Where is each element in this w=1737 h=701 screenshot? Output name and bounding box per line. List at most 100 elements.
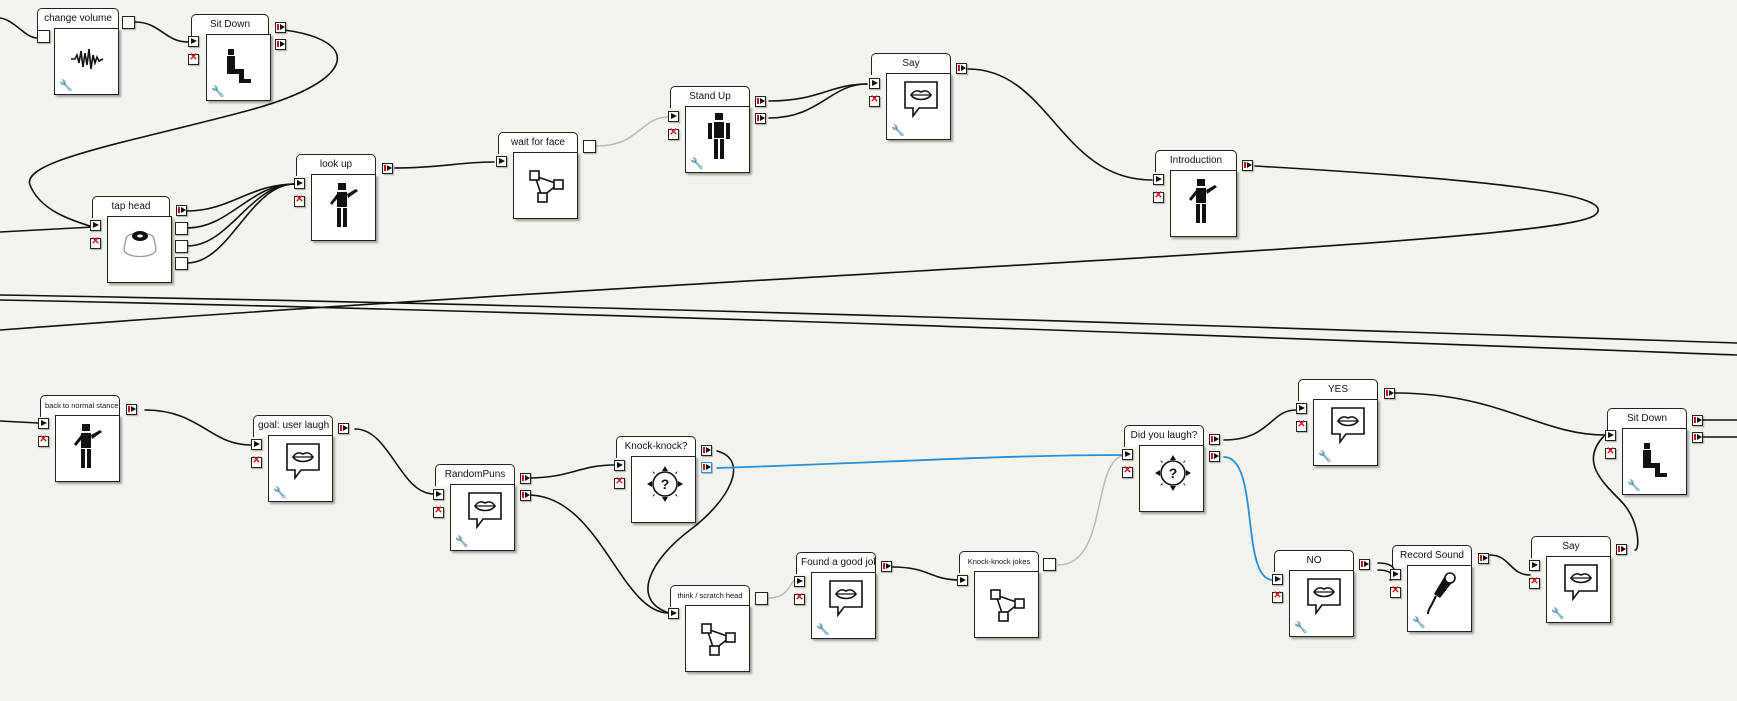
input-port[interactable] — [668, 111, 679, 122]
input-port[interactable] — [1272, 574, 1283, 585]
sitting-robot-icon — [1643, 443, 1667, 477]
wrench-icon[interactable]: 🔧 — [455, 536, 469, 548]
wrench-icon[interactable]: 🔧 — [1627, 480, 1641, 492]
stop-port[interactable] — [1605, 446, 1616, 459]
input-port[interactable] — [869, 78, 880, 89]
output-port[interactable] — [1209, 434, 1220, 445]
output-port[interactable] — [583, 140, 596, 153]
stop-port[interactable] — [433, 505, 444, 518]
input-port[interactable] — [957, 575, 968, 586]
wire — [28, 29, 339, 228]
output-port[interactable] — [175, 257, 188, 270]
output-port[interactable] — [1242, 160, 1253, 171]
output-port[interactable] — [382, 163, 393, 174]
box-title: goal: user laugh — [253, 415, 333, 437]
stop-port[interactable] — [1122, 465, 1133, 478]
wire — [394, 161, 495, 169]
input-port[interactable] — [1390, 569, 1401, 580]
input-port[interactable] — [794, 576, 805, 587]
input-port[interactable] — [614, 460, 625, 471]
output-port[interactable] — [881, 561, 892, 572]
output-port[interactable] — [1692, 432, 1703, 443]
input-port[interactable] — [1122, 449, 1133, 460]
output-port[interactable] — [1209, 451, 1220, 462]
wrench-icon[interactable]: 🔧 — [1551, 608, 1565, 620]
wrench-icon[interactable]: 🔧 — [891, 125, 905, 137]
output-port[interactable] — [122, 16, 135, 29]
stop-port[interactable] — [1153, 190, 1164, 203]
input-port[interactable] — [38, 418, 49, 429]
stop-port[interactable] — [188, 52, 199, 65]
input-port[interactable] — [188, 36, 199, 47]
stop-port[interactable] — [794, 592, 805, 605]
input-port[interactable] — [668, 608, 679, 619]
wrench-icon[interactable]: 🔧 — [1412, 617, 1426, 629]
stop-port[interactable] — [38, 434, 49, 447]
output-port[interactable] — [520, 490, 531, 501]
output-port[interactable] — [275, 39, 286, 50]
input-port[interactable] — [496, 156, 507, 167]
box-title: think / scratch head — [670, 585, 750, 607]
output-port[interactable] — [755, 592, 768, 605]
speech-lips-icon — [468, 492, 502, 529]
wrench-icon[interactable]: 🔧 — [59, 80, 73, 92]
output-port[interactable] — [275, 22, 286, 33]
stop-port[interactable] — [90, 236, 101, 249]
output-port[interactable] — [1478, 553, 1489, 564]
box-title: Say — [871, 53, 951, 75]
stop-port[interactable] — [1272, 590, 1283, 603]
box-body: ? — [631, 456, 696, 523]
microphone-icon — [1427, 572, 1456, 615]
robot-wave-icon — [74, 424, 102, 468]
output-port[interactable] — [755, 96, 766, 107]
input-port[interactable] — [1605, 430, 1616, 441]
stop-port[interactable] — [251, 455, 262, 468]
output-port[interactable] — [755, 113, 766, 124]
input-port[interactable] — [433, 489, 444, 500]
wrench-icon[interactable]: 🔧 — [1318, 451, 1332, 463]
wrench-icon[interactable]: 🔧 — [816, 624, 830, 636]
wire — [186, 183, 296, 264]
output-port[interactable] — [1692, 415, 1703, 426]
wrench-icon[interactable]: 🔧 — [690, 158, 704, 170]
output-port[interactable] — [338, 423, 349, 434]
wire — [716, 454, 1128, 469]
stop-port[interactable] — [1390, 585, 1401, 598]
stop-port[interactable] — [668, 127, 679, 140]
input-port[interactable] — [1296, 403, 1307, 414]
stop-port[interactable] — [614, 476, 625, 489]
output-port[interactable] — [701, 462, 712, 473]
svg-text:?: ? — [661, 476, 670, 492]
output-port[interactable] — [126, 404, 137, 415]
input-port[interactable] — [90, 220, 101, 231]
wrench-icon[interactable]: 🔧 — [1294, 622, 1308, 634]
output-port[interactable] — [1384, 388, 1395, 399]
stop-port[interactable] — [1529, 576, 1540, 589]
input-port[interactable] — [294, 178, 305, 189]
input-port[interactable] — [1153, 174, 1164, 185]
stop-port[interactable] — [869, 94, 880, 107]
input-port[interactable] — [37, 30, 50, 43]
output-port[interactable] — [175, 222, 188, 235]
wire — [891, 566, 961, 581]
wrench-icon[interactable]: 🔧 — [273, 487, 287, 499]
output-port[interactable] — [176, 205, 187, 216]
wire — [1223, 409, 1297, 441]
output-port[interactable] — [1616, 544, 1627, 555]
output-port[interactable] — [1043, 558, 1056, 571]
wrench-icon[interactable]: 🔧 — [211, 86, 225, 98]
output-port[interactable] — [520, 473, 531, 484]
output-port[interactable] — [175, 240, 188, 253]
output-port[interactable] — [956, 63, 967, 74]
input-port[interactable] — [251, 439, 262, 450]
speech-lips-icon — [1331, 407, 1365, 444]
input-port[interactable] — [1529, 560, 1540, 571]
output-port[interactable] — [1359, 559, 1370, 570]
stop-port[interactable] — [294, 194, 305, 207]
output-port[interactable] — [701, 445, 712, 456]
stop-port[interactable] — [1296, 419, 1307, 432]
wire — [134, 21, 189, 43]
wire — [527, 494, 670, 614]
